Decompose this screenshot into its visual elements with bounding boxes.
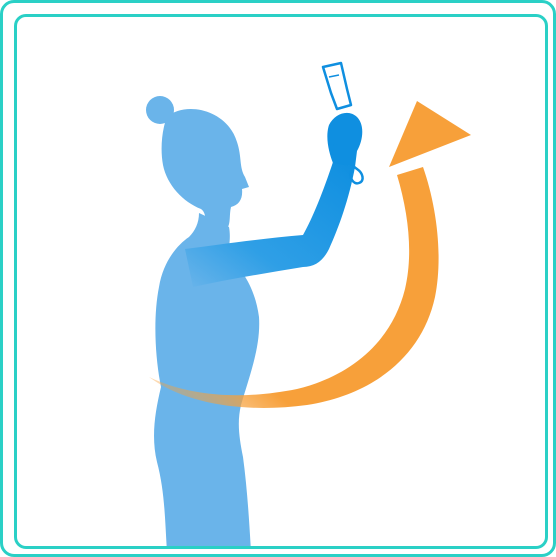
illustration-panel — [14, 14, 548, 549]
person-silhouette-icon — [146, 96, 362, 549]
motion-instruction-illustration — [17, 17, 548, 549]
